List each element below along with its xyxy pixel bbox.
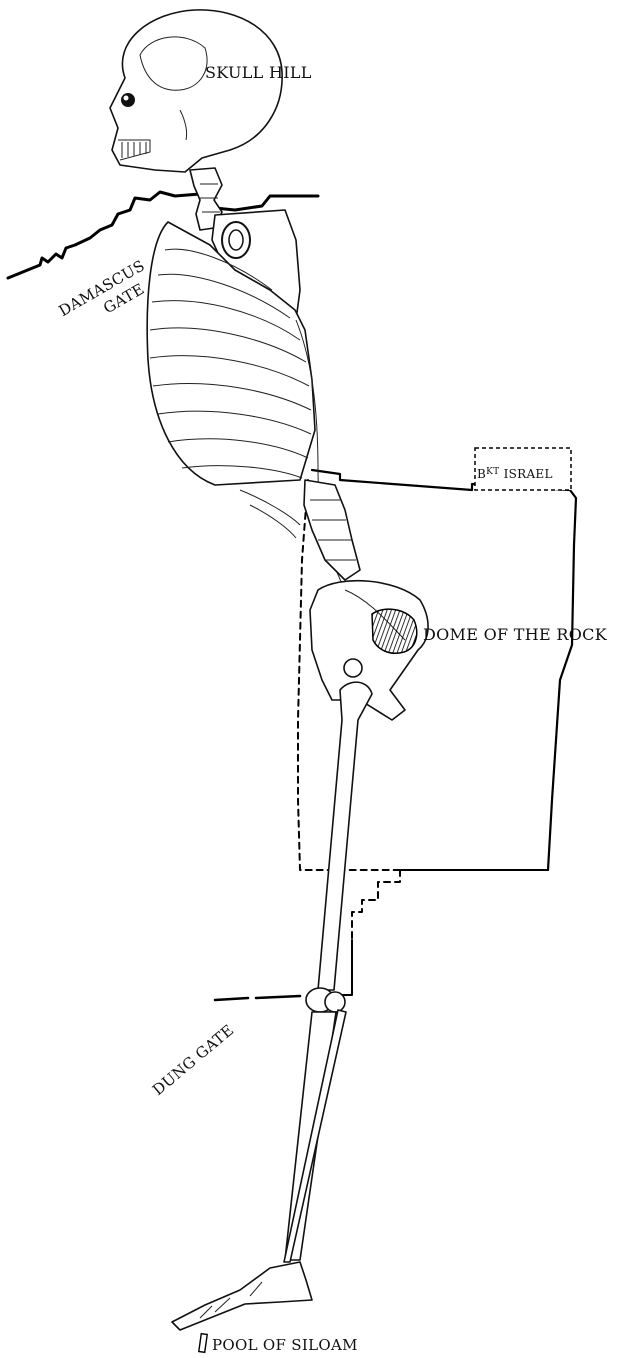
label-pool-of-siloam: POOL OF SILOAM	[212, 1336, 358, 1354]
skull	[110, 10, 282, 172]
label-skull-hill: SKULL HILL	[205, 63, 312, 82]
label-bkt-super: KT	[486, 467, 499, 477]
lower-leg	[284, 1010, 346, 1262]
dung-gate-wall	[215, 996, 300, 1000]
label-bkt-prefix: B	[477, 467, 486, 481]
dome-of-the-rock-marker	[372, 609, 417, 653]
femur	[318, 682, 372, 990]
knee	[306, 988, 345, 1012]
label-dung-gate: DUNG GATE	[149, 1021, 237, 1099]
label-dome-of-the-rock: DOME OF THE ROCK	[423, 625, 608, 644]
label-damascus-gate: DAMASCUS GATE	[56, 256, 158, 337]
pool-of-siloam-marker	[199, 1334, 207, 1353]
label-bkt-suffix: ISRAEL	[499, 467, 552, 481]
skeleton	[110, 10, 428, 1330]
foot	[172, 1262, 312, 1330]
